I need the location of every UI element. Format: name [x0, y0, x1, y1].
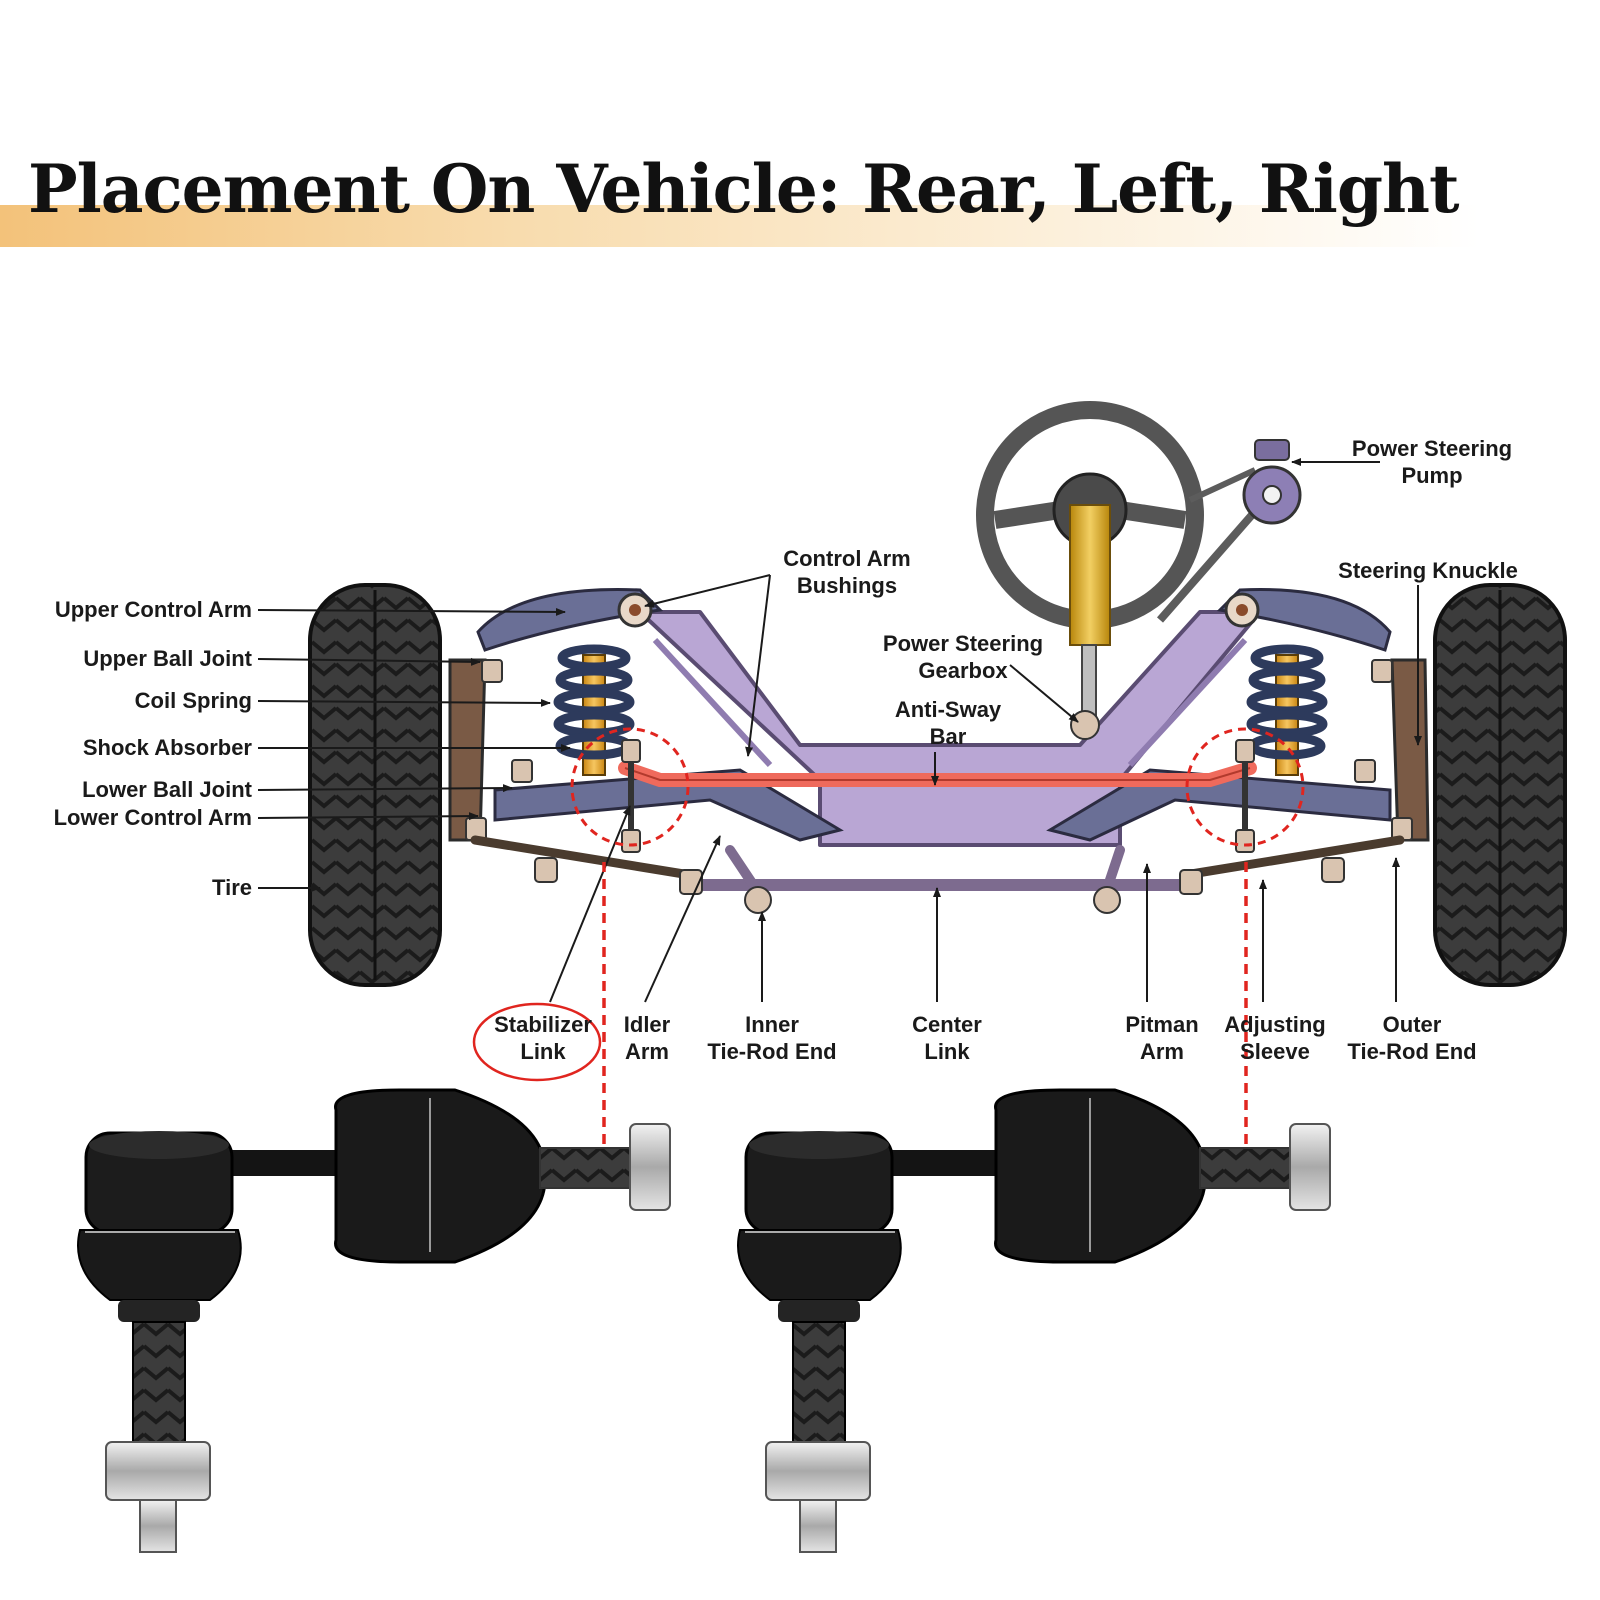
product-stabilizer-link-left	[77, 1088, 671, 1553]
label-stabilizer-link-1: Stabilizer	[494, 1012, 592, 1037]
coil-spring-left	[553, 644, 635, 776]
upper-control-arm-left	[476, 588, 664, 652]
lower-control-arm-left	[493, 768, 844, 842]
tire-left	[308, 583, 442, 987]
label-lower-ball-joint: Lower Ball Joint	[82, 777, 253, 802]
label-outer-tie-rod-end-1: Outer	[1383, 1012, 1442, 1037]
label-inner-tie-rod-end-2: Tie-Rod End	[707, 1039, 836, 1064]
power-steering-pump	[1156, 439, 1302, 623]
label-power-steering-pump-2: Pump	[1401, 463, 1462, 488]
label-anti-sway-bar-2: Bar	[930, 724, 967, 749]
product-stabilizer-link-right	[737, 1088, 1331, 1553]
coil-spring-right	[1246, 644, 1328, 776]
label-power-steering-gearbox-2: Gearbox	[918, 658, 1008, 683]
leader-lines	[257, 458, 1422, 1003]
highlight-marks	[472, 727, 1305, 1168]
label-upper-control-arm: Upper Control Arm	[55, 597, 252, 622]
label-inner-tie-rod-end-1: Inner	[745, 1012, 799, 1037]
label-idler-arm-2: Arm	[625, 1039, 669, 1064]
ball-joints	[465, 659, 1413, 841]
steering-column	[1069, 504, 1111, 740]
label-center-link-2: Link	[924, 1039, 970, 1064]
label-shock-absorber: Shock Absorber	[83, 735, 253, 760]
diagram-labels: Upper Control Arm Upper Ball Joint Coil …	[54, 436, 1518, 1064]
label-adjusting-sleeve-2: Sleeve	[1240, 1039, 1310, 1064]
label-pitman-arm-1: Pitman	[1125, 1012, 1198, 1037]
label-lower-control-arm: Lower Control Arm	[54, 805, 252, 830]
label-power-steering-gearbox-1: Power Steering	[883, 631, 1043, 656]
steering-knuckle-right	[1390, 658, 1430, 842]
label-center-link-1: Center	[912, 1012, 982, 1037]
upper-control-arm-right	[1216, 588, 1392, 652]
stabilizer-link-right	[1235, 739, 1255, 853]
steering-knuckle-left	[448, 658, 487, 842]
label-adjusting-sleeve-1: Adjusting	[1224, 1012, 1325, 1037]
label-pitman-arm-2: Arm	[1140, 1039, 1184, 1064]
stabilizer-link-left	[621, 739, 641, 853]
page-title: Placement On Vehicle: Rear, Left, Right	[28, 150, 1459, 228]
label-power-steering-pump-1: Power Steering	[1352, 436, 1512, 461]
label-stabilizer-link-2: Link	[520, 1039, 566, 1064]
label-anti-sway-bar-1: Anti-Sway	[895, 697, 1002, 722]
lower-control-arm-right	[1046, 768, 1392, 842]
title-highlight-band	[0, 205, 1480, 247]
tie-rod-ends	[534, 857, 1345, 914]
label-upper-ball-joint: Upper Ball Joint	[83, 646, 252, 671]
label-tire: Tire	[212, 875, 252, 900]
label-coil-spring: Coil Spring	[135, 688, 252, 713]
tire-right	[1433, 583, 1567, 987]
label-control-arm-bushings-2: Bushings	[797, 573, 897, 598]
label-idler-arm-1: Idler	[624, 1012, 671, 1037]
label-control-arm-bushings-1: Control Arm	[783, 546, 911, 571]
label-steering-knuckle: Steering Knuckle	[1338, 558, 1518, 583]
label-outer-tie-rod-end-2: Tie-Rod End	[1347, 1039, 1476, 1064]
